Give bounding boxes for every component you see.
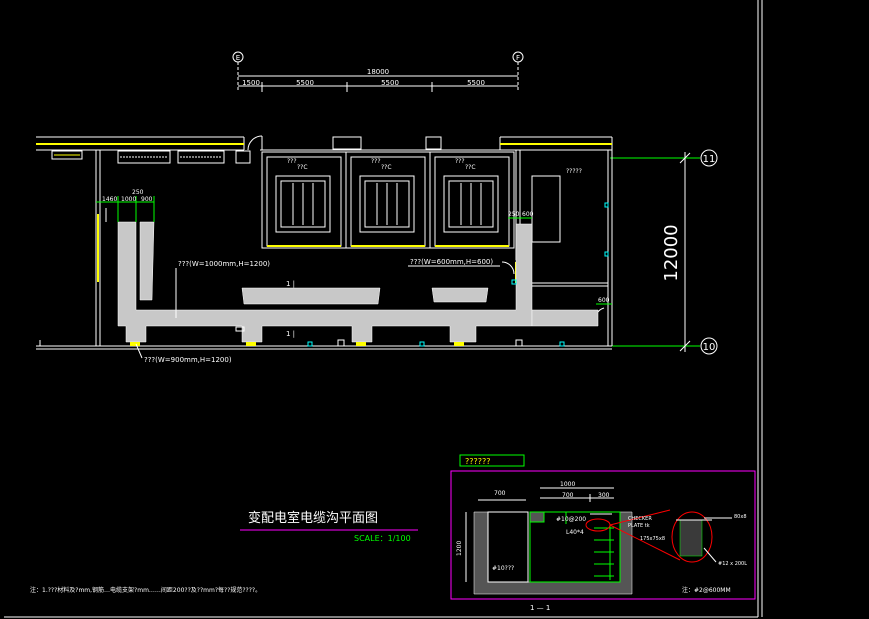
axis-label-11: 11 xyxy=(703,154,716,165)
cable-brackets xyxy=(594,524,614,580)
axis-label-e: E xyxy=(236,54,240,62)
transformer-cabinet-2[interactable]: ??? ??C xyxy=(345,151,431,249)
detail-plate-label-1: CHECKER xyxy=(628,516,652,522)
branch-trench-label: ???(W=600mm,H=600) xyxy=(410,258,493,266)
right-room-label: ????? xyxy=(566,168,582,175)
general-note: 注：1.???材料及?mm,钢筋…电缆支架?mm……间距200??及??mm?每… xyxy=(30,586,261,594)
detail-angle-label: L40*4 xyxy=(566,529,584,536)
detail-bar-label: #10@200 xyxy=(556,516,586,523)
dim-seg-4: 5500 xyxy=(467,79,485,87)
right-room-equipment[interactable]: ????? xyxy=(531,168,582,243)
dim-seg-1: 1500 xyxy=(242,79,260,87)
dim-seg-2: 5500 xyxy=(296,79,314,87)
cabinet-3-label: ??? xyxy=(455,158,465,165)
dim-mid-a: 250 xyxy=(508,211,520,218)
drawing-frame xyxy=(4,0,763,618)
detail-section-caption: 1 — 1 xyxy=(530,604,550,612)
dim-left-a: 1460 xyxy=(102,196,117,203)
drawing-title-block: 变配电室电缆沟平面图 SCALE：1/100 xyxy=(240,510,418,543)
dim-seg-3: 5500 xyxy=(381,79,399,87)
axis-label-10: 10 xyxy=(703,342,716,353)
cable-trench[interactable] xyxy=(117,221,599,343)
detail-dim-a: 700 xyxy=(562,492,574,499)
trench-sumps xyxy=(130,342,464,346)
detail-dim-b: 300 xyxy=(598,492,610,499)
cyan-markers xyxy=(307,202,609,347)
detail-dim-top: 1000 xyxy=(560,481,575,488)
dim-left-b: 1000 xyxy=(121,196,136,203)
transformer-cabinet-3[interactable]: ??? ??C xyxy=(429,151,515,249)
axis-bubble-10: 10 xyxy=(700,337,718,355)
cabinet-1-sub: ??C xyxy=(297,164,308,171)
axis-bubble-e: E xyxy=(232,51,244,63)
detail-dim-left-side: 1200 xyxy=(456,541,463,556)
detail-section[interactable]: ?????? 700 1000 700 300 1200 #10@200 L40… xyxy=(450,454,756,600)
drawing-scale: SCALE：1/100 xyxy=(354,534,411,543)
dim-overall-right: 12000 xyxy=(661,224,682,281)
mid-dimension-block: 250 600 600 xyxy=(508,211,612,305)
dim-left-top: 250 xyxy=(132,189,144,196)
bottom-trench-label: ???(W=900mm,H=1200) xyxy=(144,356,232,364)
detail-bottom-label: #10??? xyxy=(492,565,514,572)
dim-mid-b: 600 xyxy=(522,211,534,218)
cabinet-2-label: ??? xyxy=(371,158,381,165)
detail-note: 注：#2@600MM xyxy=(682,586,731,594)
dim-overall-top: 18000 xyxy=(367,68,389,76)
axis-bubble-f: F xyxy=(512,51,524,63)
axis-label-f: F xyxy=(516,54,520,62)
detail-right-label-2: #12 x 200L xyxy=(718,561,747,567)
cabinet-2-sub: ??C xyxy=(381,164,392,171)
transformer-cabinet-1[interactable]: ??? ??C xyxy=(261,151,347,249)
detail-dim-left-top: 700 xyxy=(494,490,506,497)
window-units xyxy=(51,150,251,164)
detail-header: ?????? xyxy=(465,457,490,466)
section-mark-top: 1 | xyxy=(286,280,295,288)
cabinet-1-label: ??? xyxy=(287,158,297,165)
drawing-title: 变配电室电缆沟平面图 xyxy=(248,510,378,526)
detail-plate-label-2: PLATE tk xyxy=(628,523,650,529)
cabinet-3-sub: ??C xyxy=(465,164,476,171)
detail-right-label-1: 80x8 xyxy=(734,514,747,520)
right-dimension: 12000 xyxy=(610,152,700,352)
main-trench-label: ???(W=1000mm,H=1200) xyxy=(178,260,270,268)
trench-annotations: ???(W=1000mm,H=1200) ???(W=600mm,H=600) … xyxy=(39,258,523,364)
detail-frame-label: 175x75x8 xyxy=(640,536,665,542)
top-dimension-chain: 18000 1500 5500 5500 5500 xyxy=(237,62,519,92)
dim-left-c: 900 xyxy=(141,196,153,203)
dim-mid-c: 600 xyxy=(598,297,610,304)
left-dimension-block: 1460 1000 900 250 xyxy=(96,189,155,222)
section-mark-bottom: 1 | xyxy=(286,330,295,338)
axis-bubble-11: 11 xyxy=(700,149,718,167)
